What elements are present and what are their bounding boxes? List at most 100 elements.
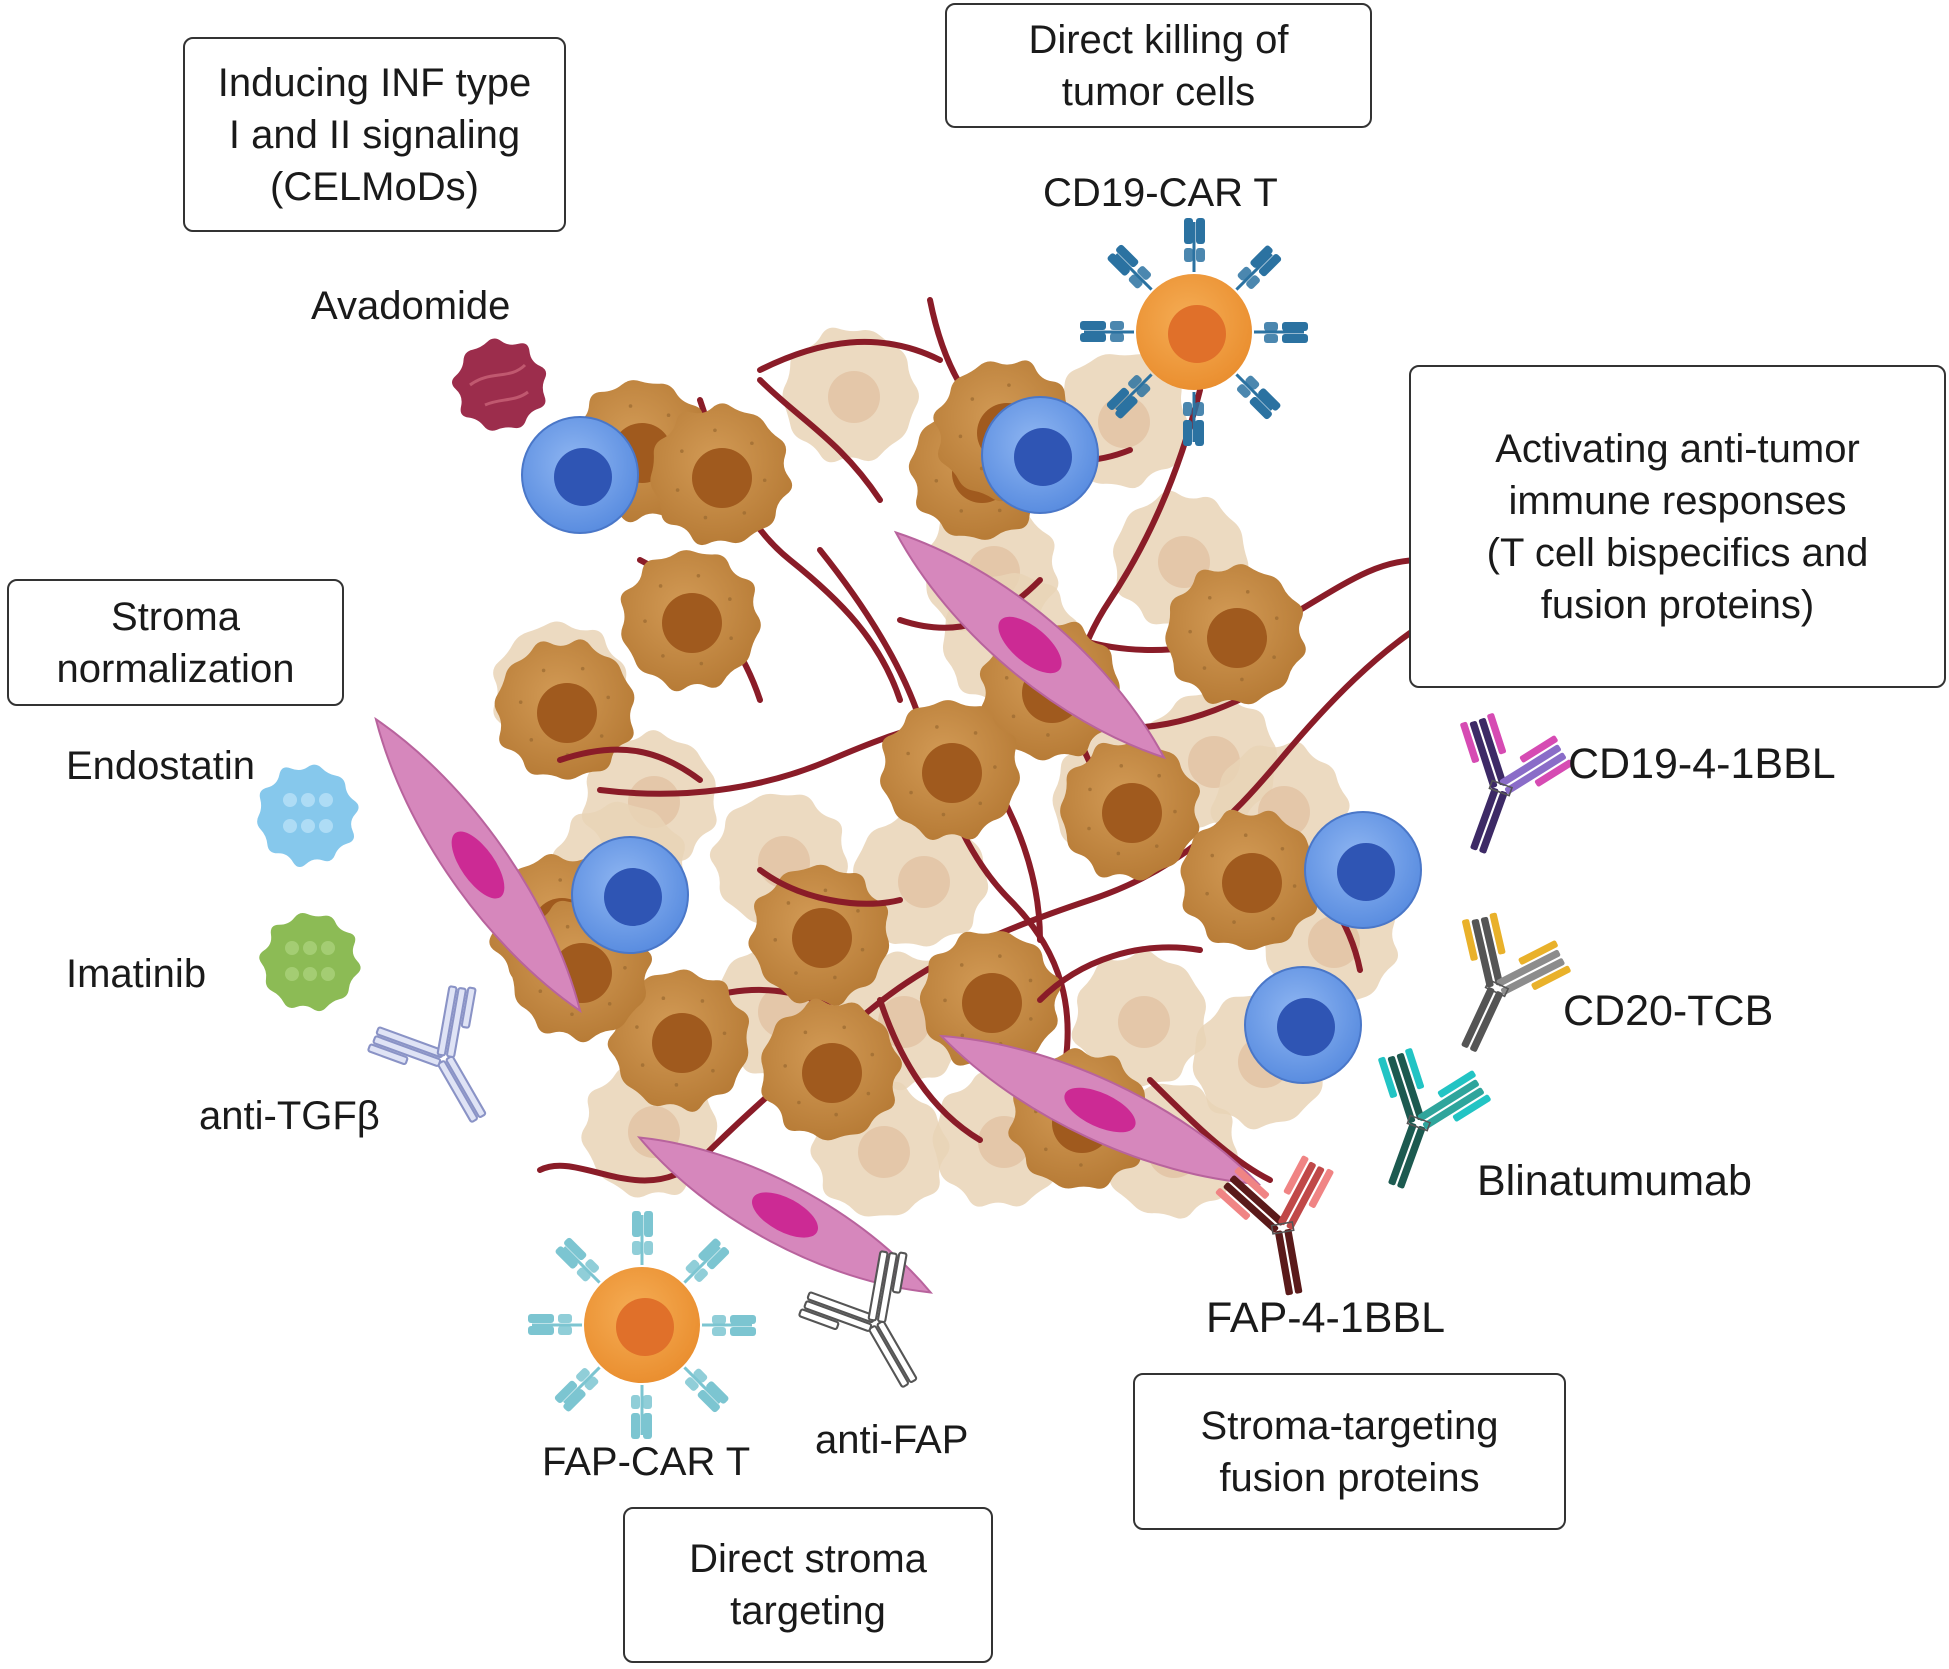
box-inf-line-1: Inducing INF type bbox=[217, 60, 532, 105]
tumor-cell-nucleus bbox=[652, 1013, 712, 1073]
faded-tumor-nucleus bbox=[828, 371, 880, 423]
tumor-cell-granule bbox=[675, 488, 680, 492]
tumor-cell-granule bbox=[1292, 884, 1297, 888]
car-receptor-hinge bbox=[1184, 248, 1193, 262]
car-receptor-hinge bbox=[1264, 334, 1278, 343]
box-killing-line-2: tumor cells bbox=[1061, 69, 1256, 114]
tumor-cell-granule bbox=[538, 989, 543, 994]
anti-fap-antibody-chain bbox=[876, 1320, 918, 1383]
blood-vessel bbox=[557, 746, 703, 783]
tumor-cell-granule bbox=[1087, 826, 1091, 831]
cd20-tcb-antibody-heavy-chain bbox=[1500, 958, 1565, 995]
cd20-tcb-antibody-light-chain bbox=[1531, 965, 1571, 990]
fibroblast bbox=[893, 530, 1167, 760]
box-anti-tumor-line-3: (T cell bispecifics and bbox=[1486, 530, 1869, 575]
tumor-cell-granule bbox=[666, 413, 671, 418]
tumor-cell-granule bbox=[1205, 891, 1209, 896]
tumor-cell-granule bbox=[909, 790, 913, 795]
box-anti-tumor-line-2: immune responses bbox=[1508, 478, 1847, 523]
tumor-cell-granule bbox=[997, 508, 1002, 513]
tumor-cell-nucleus bbox=[792, 908, 852, 968]
cd20-tcb-antibody-heavy-chain bbox=[1471, 919, 1494, 988]
blood-vessel bbox=[757, 377, 883, 503]
endostatin-subunit bbox=[319, 819, 333, 833]
tumor-cell-granule bbox=[959, 509, 964, 513]
tumor-cell-granule bbox=[1157, 773, 1161, 778]
fap-41bbl-antibody-fab-arm bbox=[1215, 1167, 1285, 1233]
car-receptor-chain bbox=[528, 1314, 554, 1323]
car-receptor bbox=[1183, 402, 1204, 446]
car-receptor-chain bbox=[1184, 218, 1193, 244]
car-receptor-hinge bbox=[1137, 266, 1152, 280]
cd20-tcb-antibody bbox=[1461, 912, 1571, 1052]
cd20-tcb-antibody-light-chain bbox=[1518, 940, 1558, 965]
anti-tgfb-antibody-chain bbox=[446, 987, 467, 1059]
cd19-41bbl-antibody bbox=[1460, 713, 1573, 854]
endostatin-molecule bbox=[257, 764, 359, 868]
anti-fap-antibody-chain bbox=[868, 1325, 909, 1388]
tumor-cell-granule bbox=[674, 1083, 679, 1087]
tumor-cell-granule bbox=[1240, 677, 1244, 682]
car-receptor-hinge bbox=[558, 1326, 572, 1335]
tumor-cell-granule bbox=[1079, 1163, 1083, 1167]
endostatin-subunit bbox=[301, 793, 315, 807]
tumor-cell-granule bbox=[1044, 1147, 1048, 1152]
endostatin-subunit bbox=[283, 793, 297, 807]
box-stroma-norm-line-1: Stroma bbox=[111, 594, 240, 639]
label-fap-41bbl: FAP-4-1BBL bbox=[1206, 1294, 1445, 1342]
car-receptor-chain bbox=[1249, 396, 1272, 420]
tumor-cell-granule bbox=[661, 654, 665, 658]
tumor-cell-nucleus bbox=[1102, 783, 1162, 843]
tumor-cell-granule bbox=[993, 765, 997, 769]
car-receptor-stalk bbox=[1115, 373, 1153, 411]
box-stroma-fusion-line-1: Stroma-targeting bbox=[1200, 1403, 1499, 1448]
anti-tgfb-antibody-chain bbox=[445, 1055, 487, 1118]
tumor-cell-granule bbox=[580, 666, 585, 671]
car-t-nucleus bbox=[616, 1298, 674, 1356]
fibroblast bbox=[938, 1034, 1262, 1186]
tumor-cell-granule bbox=[870, 1052, 875, 1057]
blinatumomab-antibody-fab-arm bbox=[1417, 1070, 1491, 1130]
box-anti-tumor-line-4: fusion proteins) bbox=[1540, 582, 1815, 627]
blinatumomab-antibody-heavy-chain bbox=[1396, 1053, 1425, 1121]
car-receptor-stalk bbox=[563, 1366, 601, 1404]
immune-cell-nucleus bbox=[1014, 428, 1072, 486]
car-receptor-hinge bbox=[585, 1259, 600, 1273]
car-receptor bbox=[1236, 375, 1281, 420]
car-receptor bbox=[1106, 374, 1151, 419]
blinatumomab-antibody-fc-chain bbox=[1397, 1125, 1426, 1189]
faded-tumor-nucleus bbox=[1118, 996, 1170, 1048]
blinatumomab-antibody-hinge bbox=[1406, 1114, 1432, 1132]
box-direct-killing: Direct killing of tumor cells bbox=[945, 3, 1372, 128]
anti-tgfb-antibody-chain bbox=[372, 1035, 442, 1067]
car-receptor-hinge bbox=[1264, 322, 1278, 331]
tumor-cell-granule bbox=[729, 636, 733, 641]
tumor-cell-granule bbox=[833, 975, 837, 980]
tumor-cell-granule bbox=[607, 1002, 612, 1006]
tumor-cell-granule bbox=[1280, 846, 1285, 851]
label-cd20-tcb: CD20-TCB bbox=[1563, 987, 1774, 1035]
tumor-cell-granule bbox=[794, 971, 798, 975]
imatinib-subunit bbox=[321, 941, 335, 955]
anti-fap-antibody bbox=[798, 1250, 918, 1388]
tumor-cell-granule bbox=[623, 965, 627, 970]
car-receptor bbox=[1237, 245, 1282, 290]
box-stroma-norm-line-2: normalization bbox=[56, 646, 295, 691]
anti-tgfb-antibody-chain bbox=[437, 1060, 478, 1123]
tumor-cell-granule bbox=[643, 619, 647, 623]
car-receptor bbox=[685, 1238, 730, 1283]
car-receptor-hinge bbox=[1196, 248, 1205, 262]
tumor-cell-granule bbox=[1119, 764, 1124, 768]
label-avadomide: Avadomide bbox=[311, 284, 511, 328]
car-receptor-chain bbox=[1195, 420, 1204, 446]
tumor-cell-granule bbox=[1210, 853, 1215, 858]
box-inf-line-3: (CELMoDs) bbox=[270, 164, 479, 209]
box-killing-line-1: Direct killing of bbox=[1028, 17, 1289, 62]
car-receptor-hinge bbox=[1246, 275, 1260, 290]
car-receptor bbox=[1080, 321, 1124, 342]
cd19-41bbl-antibody-fab-arm bbox=[1460, 713, 1507, 789]
tumor-cell-granule bbox=[1116, 851, 1121, 856]
cd20-tcb-antibody-light-chain bbox=[1462, 919, 1478, 961]
car-receptor bbox=[1264, 322, 1308, 343]
fap-41bbl-antibody-heavy-chain bbox=[1223, 1182, 1279, 1233]
